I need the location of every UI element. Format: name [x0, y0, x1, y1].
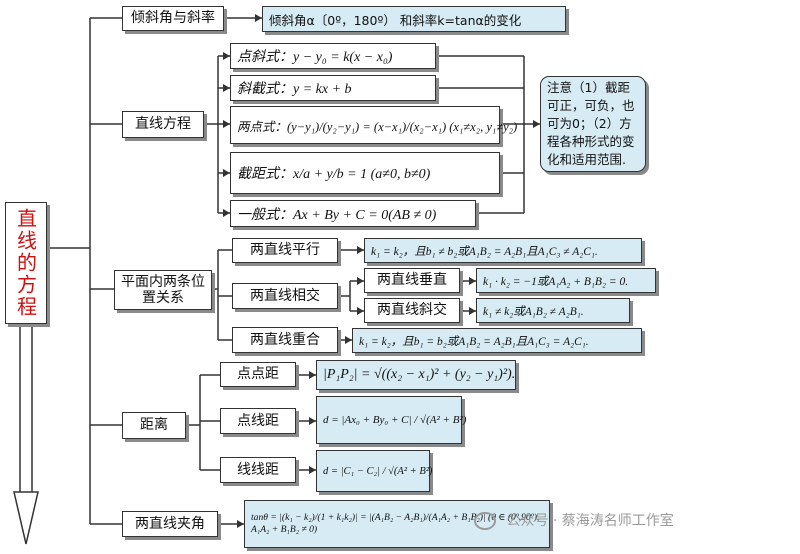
- incline-node: 倾斜角与斜率: [122, 6, 224, 31]
- point-point-node: 点点距: [220, 362, 296, 387]
- two-point-form: 两点式：(y−y₁)/(y₂−y₁) = (x−x₁)/(x₂−x₁) (x₁≠…: [230, 106, 517, 144]
- point-slope-form: 点斜式：y − y₀ = k(x − x₀): [230, 43, 436, 69]
- perpendicular-formula: k₁ · k₂ = −1或A₁A₂ + B₁B₂ = 0.: [476, 268, 656, 293]
- root-title: 直线的方程: [13, 208, 38, 318]
- parallel-formula: k₁ = k₂，且b₁ ≠ b₂或A₁B₂ = A₂B₁且A₁C₃ ≠ A₂C₁…: [364, 238, 642, 263]
- positions-label: 平面内两条位置关系: [121, 273, 205, 306]
- wechat-logo-icon: [474, 512, 496, 530]
- coincide-formula: k₁ = k₂，且b₁ = b₂或A₁B₂ = A₂B₁且A₁C₃ = A₂C₁…: [352, 328, 642, 353]
- point-line-formula: d = |Ax₀ + By₀ + C| / √(A² + B²): [316, 396, 466, 444]
- incline-detail: 倾斜角α〔0º，180º） 和斜率k=tanα的变化: [262, 6, 566, 32]
- point-line-node: 点线距: [220, 408, 296, 434]
- oblique-formula: k₁ ≠ k₂或A₁B₂ ≠ A₂B₁.: [476, 298, 630, 323]
- point-point-formula: |P₁P₂| = √((x₂ − x₁)² + (y₂ − y₁)²).: [316, 360, 516, 390]
- coincide-node: 两直线重合: [232, 327, 338, 353]
- intersect-node: 两直线相交: [232, 283, 338, 309]
- angle-formula: tanθ = |(k₁ − k₂)/(1 + k₁k₂)| = |(A₁B₂ −…: [244, 500, 550, 548]
- line-equation-note: 注意（1）截距可正，可负，也可为0；（2）方程各种形式的变化和适用范围.: [540, 76, 646, 172]
- line-equation-node: 直线方程: [122, 111, 204, 138]
- line-line-node: 线线距: [220, 457, 296, 483]
- intercept-form: 截距式：x/a + y/b = 1 (a≠0, b≠0): [230, 152, 500, 194]
- positions-node: 平面内两条位置关系: [114, 270, 212, 310]
- root-node: 直线的方程: [5, 202, 47, 324]
- incline-label: 倾斜角与斜率: [131, 10, 215, 27]
- line-equation-label: 直线方程: [135, 116, 191, 133]
- angle-node: 两直线夹角: [122, 511, 218, 537]
- slope-intercept-form: 斜截式：y = kx + b: [230, 75, 436, 101]
- general-form: 一般式：Ax + By + C = 0(AB ≠ 0): [230, 200, 476, 227]
- oblique-node: 两直线斜交: [364, 298, 460, 323]
- distance-node: 距离: [122, 412, 186, 439]
- parallel-node: 两直线平行: [232, 238, 338, 263]
- down-arrow-icon: [13, 325, 39, 545]
- line-line-formula: d = |C₁ − C₂| / √(A² + B²): [316, 450, 432, 492]
- perpendicular-node: 两直线垂直: [364, 268, 460, 293]
- watermark: 公众号 · 蔡海涛名师工作室: [474, 510, 674, 530]
